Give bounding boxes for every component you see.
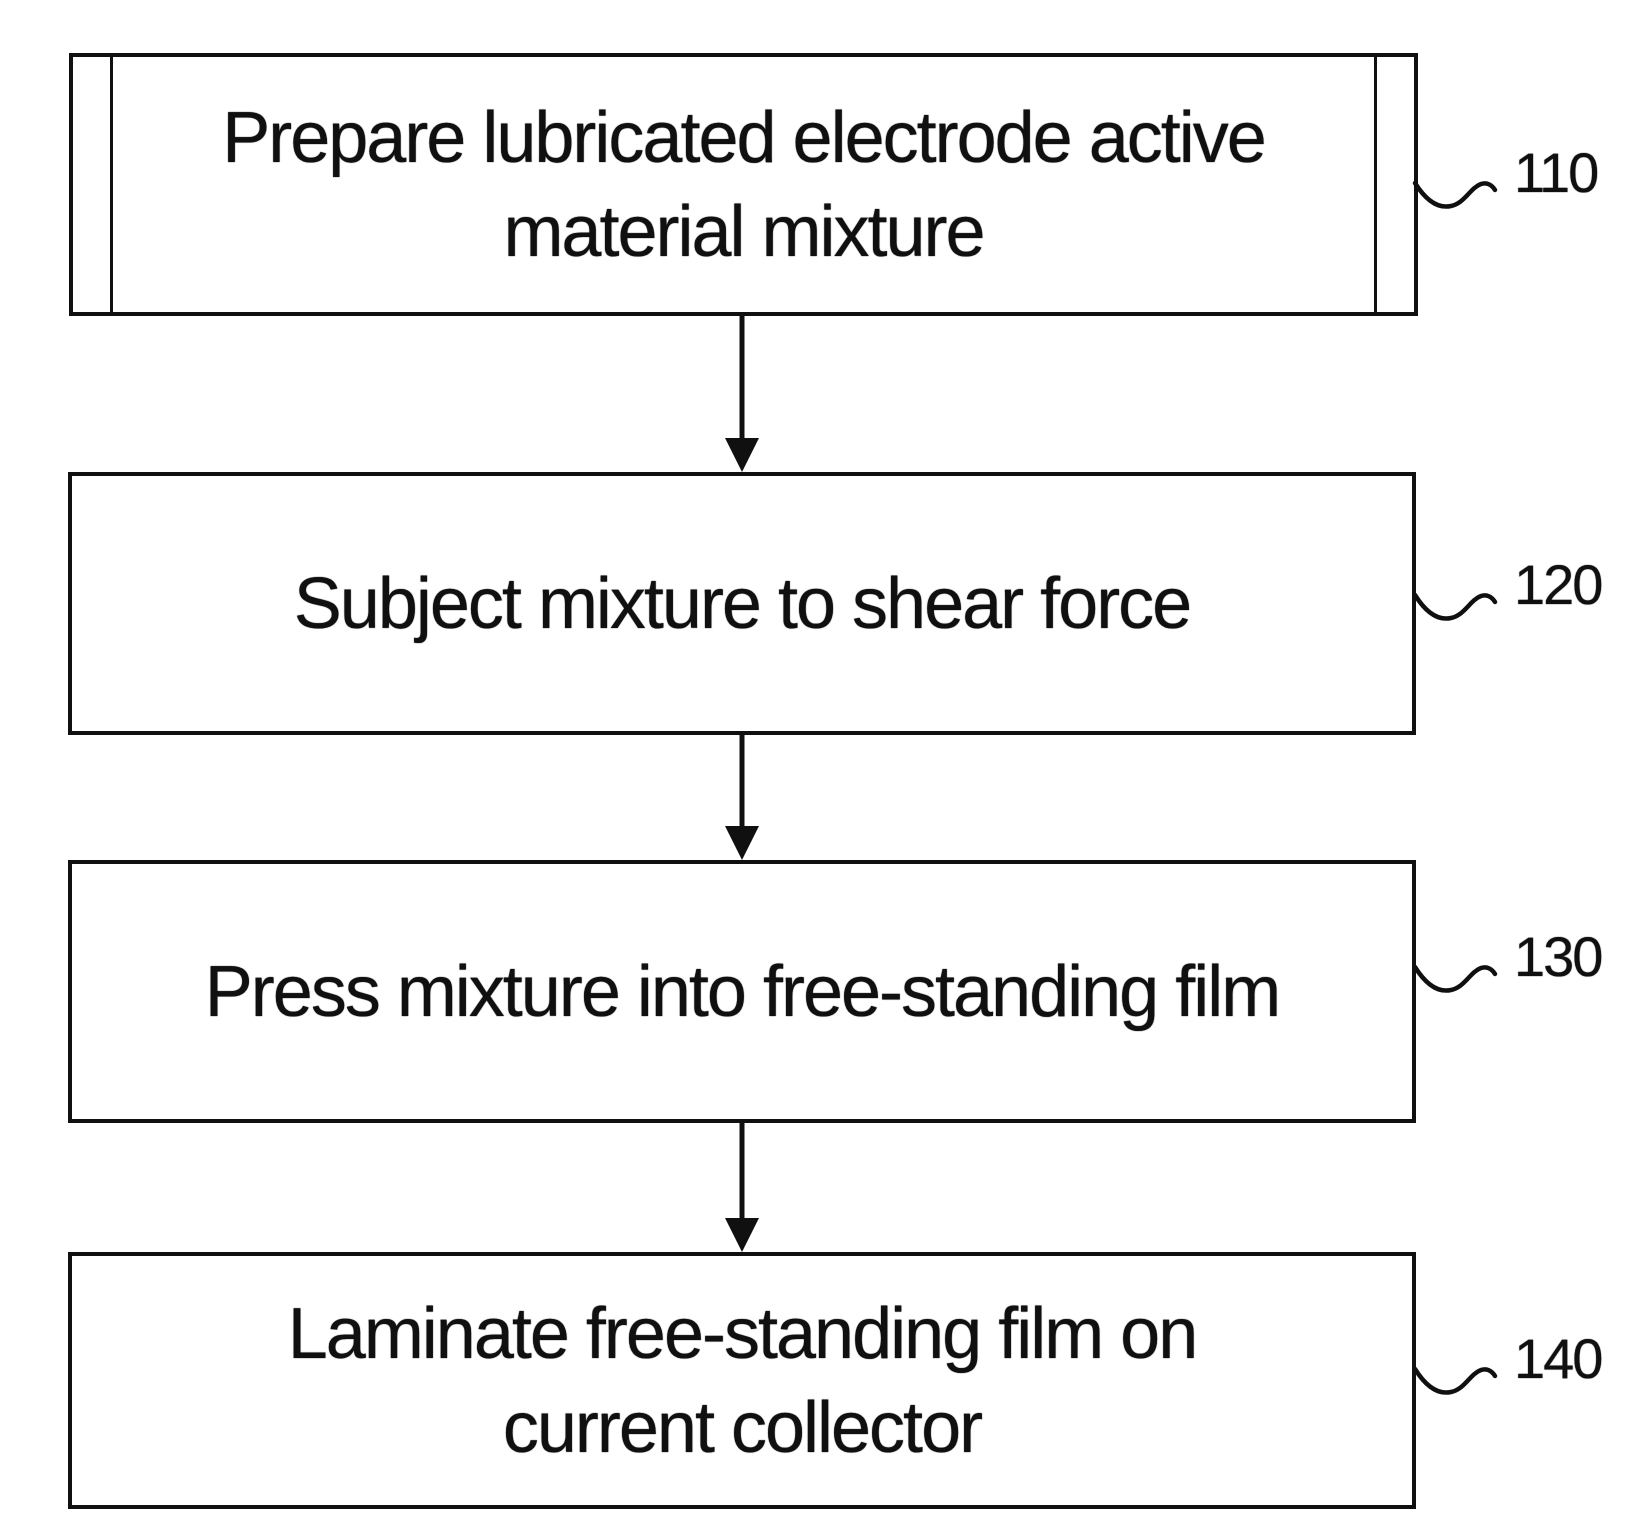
ref-number-110: 110 (1514, 141, 1599, 204)
step-box-prepare-mixture: Prepare lubricated electrode active mate… (69, 53, 1418, 316)
arrow-shaft (739, 1123, 745, 1222)
ref-callout-140: 140 (1412, 1327, 1603, 1400)
step-label-press-film: Press mixture into free-standing film (204, 951, 1281, 1032)
step-box-shear-force: Subject mixture to shear force (68, 472, 1416, 735)
step-box-laminate-film: Laminate free-standing film on current c… (68, 1252, 1416, 1509)
arrow-head-icon (725, 826, 759, 860)
leader-squiggle-icon (1412, 1366, 1498, 1395)
step-box-press-film: Press mixture into free-standing film (68, 860, 1416, 1123)
arrow-shaft (739, 316, 745, 442)
ref-number-140: 140 (1514, 1327, 1603, 1390)
flow-arrow-1 (724, 316, 760, 472)
flow-arrow-3 (724, 1123, 760, 1252)
double-border-line-left (110, 57, 113, 312)
arrow-head-icon (725, 438, 759, 472)
leader-squiggle-icon (1412, 964, 1498, 993)
leader-squiggle-icon (1412, 180, 1498, 209)
step-label-shear-force: Subject mixture to shear force (293, 563, 1192, 644)
ref-callout-110: 110 (1412, 141, 1599, 214)
ref-callout-120: 120 (1412, 553, 1603, 626)
ref-number-130: 130 (1514, 925, 1603, 988)
step-label-laminate-film: Laminate free-standing film on current c… (287, 1293, 1199, 1468)
flow-arrow-2 (724, 735, 760, 860)
ref-callout-130: 130 (1412, 925, 1603, 998)
step-label-prepare-mixture: Prepare lubricated electrode active mate… (222, 97, 1267, 272)
double-border-line-right (1374, 57, 1377, 312)
ref-number-120: 120 (1514, 553, 1603, 616)
leader-squiggle-icon (1412, 592, 1498, 621)
arrow-head-icon (725, 1218, 759, 1252)
arrow-shaft (739, 735, 745, 830)
